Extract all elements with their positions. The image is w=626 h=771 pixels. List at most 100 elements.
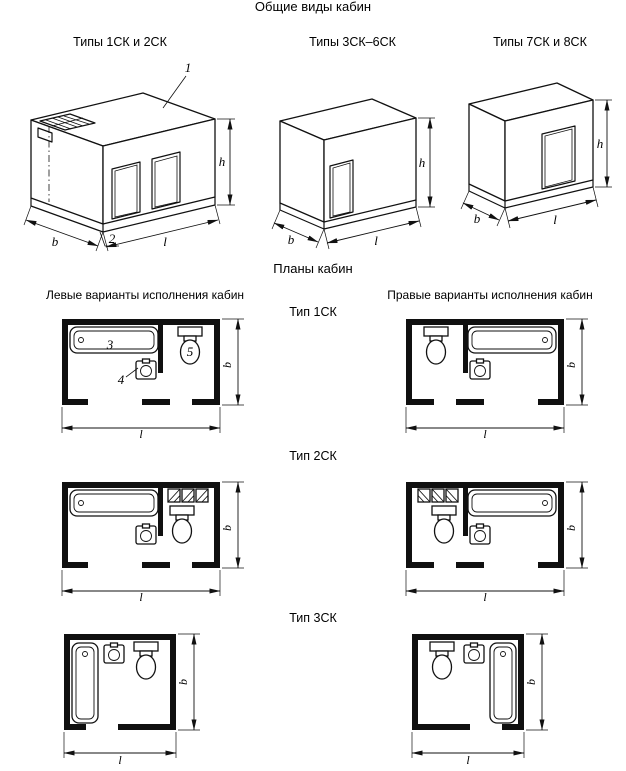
callout-washbasin: 4 xyxy=(118,372,125,387)
plan-3sk-left: b l xyxy=(63,633,200,766)
dim-l: l xyxy=(323,206,422,250)
dim-l-label: l xyxy=(163,234,167,249)
isometric-cabin-7sk-8sk: h b l xyxy=(460,82,612,229)
dim-l-label: l xyxy=(139,427,143,439)
dim-l: l xyxy=(411,732,525,766)
dim-b-label: b xyxy=(524,679,538,685)
dim-b: b xyxy=(220,481,244,569)
door-openings xyxy=(111,151,181,220)
cabin-body xyxy=(279,98,417,230)
bathtub xyxy=(69,326,159,354)
ventilation-block xyxy=(417,488,459,503)
cabin-body xyxy=(30,92,216,233)
washbasin xyxy=(103,642,125,664)
dim-b: b xyxy=(564,318,588,406)
dim-b: b xyxy=(460,190,506,227)
ventilation-block xyxy=(167,488,209,503)
caption-types-3sk-6sk: Типы 3СК–6СК xyxy=(309,35,396,49)
mirrored-layout xyxy=(406,319,564,405)
plan-1sk-left: 3 4 5 b l xyxy=(61,318,244,439)
dim-h: h xyxy=(595,99,612,188)
isometric-cabin-1sk-2sk: 1 2 h b l xyxy=(23,60,235,252)
dim-l: l xyxy=(405,407,565,439)
cabin-body xyxy=(468,82,594,209)
toilet xyxy=(429,641,455,680)
dim-l-label: l xyxy=(118,753,122,766)
mirrored-layout xyxy=(412,634,524,730)
dim-b-label: b xyxy=(564,362,578,368)
plan-2sk-right: b l xyxy=(405,481,588,602)
washbasin xyxy=(469,358,491,380)
caption-types-7sk-8sk: Типы 7СК и 8СК xyxy=(493,35,587,49)
callout-bathtub: 3 xyxy=(106,337,114,352)
dim-l: l xyxy=(63,732,177,766)
dim-h-label: h xyxy=(597,136,604,151)
right-variants-header: Правые варианты исполнения кабин xyxy=(387,288,593,302)
type-3sk-label: Тип 3СК xyxy=(289,611,337,625)
dim-b: b xyxy=(220,318,244,406)
partition-wall xyxy=(158,488,163,536)
washbasin xyxy=(469,523,491,545)
plan-1sk-right: b l xyxy=(405,318,588,439)
dim-l-label: l xyxy=(483,427,487,439)
dim-l-label: l xyxy=(483,590,487,602)
dim-b-label: b xyxy=(220,525,234,531)
type-2sk-label: Тип 2СК xyxy=(289,449,337,463)
dim-b: b xyxy=(23,205,104,252)
callout-1-label: 1 xyxy=(185,60,192,75)
dim-l-label: l xyxy=(374,233,378,248)
dim-l-label: l xyxy=(139,590,143,602)
dim-b-label: b xyxy=(474,211,481,226)
roof-hatch-panel xyxy=(39,113,96,131)
dim-l-label: l xyxy=(553,212,557,227)
callout-4-leader xyxy=(125,367,139,378)
type-1sk-label: Тип 1СК xyxy=(289,305,337,319)
page-title: Общие виды кабин xyxy=(254,0,372,14)
bathtub xyxy=(467,489,557,517)
partition-wall xyxy=(158,325,163,373)
left-variants-header: Левые варианты исполнения кабин xyxy=(45,288,245,302)
door-opening xyxy=(329,159,354,219)
dim-b-label: b xyxy=(52,234,59,249)
callout-toilet: 5 xyxy=(187,344,194,359)
washbasin xyxy=(135,358,157,380)
dim-b: b xyxy=(524,633,548,731)
dim-l-label: l xyxy=(466,753,470,766)
toilet xyxy=(423,326,449,365)
caption-types-1sk-2sk: Типы 1СК и 2СК xyxy=(73,35,167,49)
plan-3sk-right: b l xyxy=(411,633,548,766)
dim-h: h xyxy=(217,118,235,206)
isometric-cabin-3sk-6sk: h b l xyxy=(271,98,435,250)
toilet xyxy=(431,505,457,544)
dim-l: l xyxy=(504,186,599,229)
callout-2-label: 2 xyxy=(109,231,116,246)
dim-l: l xyxy=(405,570,565,602)
dim-b-label: b xyxy=(564,525,578,531)
dim-h-label: h xyxy=(219,154,226,169)
bathtub xyxy=(467,326,557,354)
mirrored-layout xyxy=(406,482,564,568)
plan-2sk-left: b l xyxy=(61,481,244,602)
dim-b-label: b xyxy=(176,679,190,685)
walls xyxy=(62,482,220,568)
dim-b-label: b xyxy=(288,232,295,247)
walls xyxy=(64,634,176,730)
dim-l: l xyxy=(102,204,221,252)
dim-b: b xyxy=(564,481,588,569)
bathtub xyxy=(71,642,99,724)
washbasin xyxy=(463,642,485,664)
dim-l: l xyxy=(61,407,221,439)
dim-b: b xyxy=(271,209,325,249)
side-plate xyxy=(37,127,53,143)
door-opening xyxy=(541,125,576,190)
toilet xyxy=(133,641,159,680)
bathtub xyxy=(69,489,159,517)
plans-title: Планы кабин xyxy=(273,261,353,276)
dim-b-label: b xyxy=(220,362,234,368)
callout-1: 1 xyxy=(162,60,192,109)
dim-l: l xyxy=(61,570,221,602)
walls xyxy=(62,319,220,405)
dim-h-label: h xyxy=(419,155,426,170)
bathtub xyxy=(489,642,517,724)
